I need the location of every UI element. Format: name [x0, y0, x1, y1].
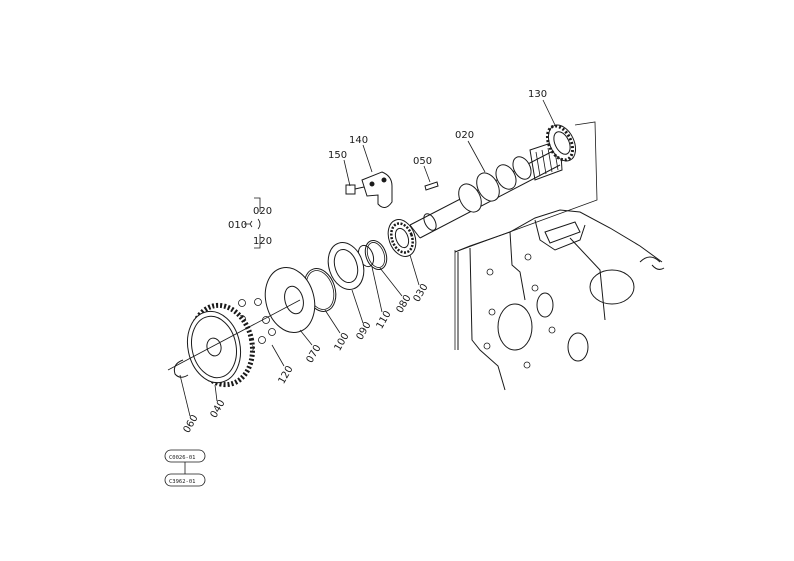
label-050: 050	[413, 156, 432, 167]
group-brace-010	[254, 197, 261, 249]
label-110: 110	[375, 309, 394, 331]
housing-bore	[497, 303, 533, 351]
bracket-140	[361, 171, 393, 208]
leader-lines	[179, 99, 556, 417]
circlip-060	[173, 359, 189, 378]
camshaft-020	[409, 139, 563, 239]
bearing-030	[387, 219, 417, 257]
plane-outline	[454, 121, 598, 253]
ref-code-top: C0026-01	[169, 455, 196, 461]
label-030: 030	[412, 282, 431, 304]
label-130: 130	[528, 89, 547, 100]
label-group-020: 020	[253, 206, 272, 217]
label-group-120: 120	[253, 236, 272, 247]
label-140: 140	[349, 135, 368, 146]
label-060: 060	[182, 413, 201, 435]
label-020: 020	[455, 130, 474, 141]
label-100: 100	[333, 331, 352, 353]
label-120: 120	[277, 364, 296, 386]
label-080: 080	[395, 293, 414, 315]
center-axis	[167, 299, 301, 371]
label-040: 040	[209, 398, 228, 420]
label-070: 070	[305, 343, 324, 365]
plate-070	[264, 267, 316, 333]
ref-code-bottom: C3962-01	[169, 479, 196, 485]
bolt-150	[345, 184, 365, 195]
bearing-130	[545, 124, 577, 162]
label-090: 090	[355, 320, 374, 342]
label-150: 150	[328, 150, 347, 161]
key-050	[424, 181, 439, 191]
seal-090	[327, 242, 365, 290]
label-group-010: 010	[228, 220, 247, 231]
gear-040	[186, 302, 256, 388]
engine-housing	[454, 209, 665, 391]
reference-codes: C0026-01 C3962-01	[164, 449, 206, 487]
